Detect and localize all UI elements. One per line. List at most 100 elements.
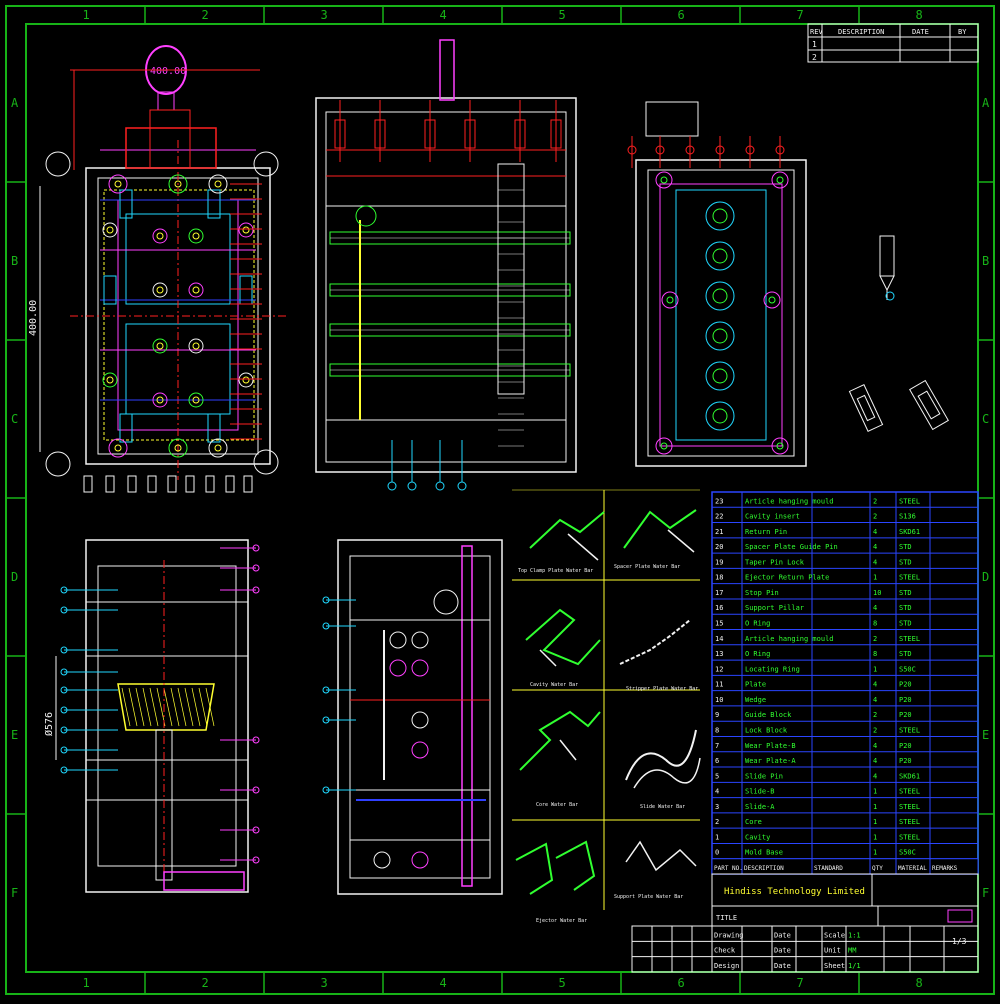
bolt-head <box>550 119 562 149</box>
balloon <box>252 544 260 552</box>
frame-row-label: C <box>982 412 989 426</box>
bom-cell: Cavity <box>745 833 770 841</box>
bom-cell: 18 <box>715 574 723 582</box>
tb-cell: 1:1 <box>848 931 861 939</box>
bom-cell: 22 <box>715 513 723 521</box>
tb-cell: Design <box>714 962 739 970</box>
sheet-number: 1/3 <box>952 937 967 946</box>
bom-cell: 7 <box>715 742 719 750</box>
tb-cell: Date <box>774 947 791 955</box>
hatch-line <box>156 687 166 727</box>
bom-cell: Slide Pin <box>745 772 783 780</box>
bolt-core <box>174 180 182 188</box>
tb-cell: MM <box>848 947 856 955</box>
part-balloon <box>457 481 467 491</box>
hatch-line <box>142 687 152 727</box>
balloon <box>655 145 665 155</box>
bom-cell: O Ring <box>745 620 770 628</box>
balloon <box>60 586 68 594</box>
hatch-line <box>149 687 159 727</box>
bolt-circle <box>108 438 128 458</box>
bom-cell: 2 <box>873 635 877 643</box>
cavity-circle <box>763 291 781 309</box>
cavity-circle <box>705 401 735 431</box>
dimension-left-vertical: 400.00 <box>28 300 39 336</box>
label-cavity-water-bar: Cavity Water Bar <box>530 682 578 688</box>
frame-row-label: D <box>11 570 18 584</box>
balloon <box>715 145 725 155</box>
bolt-head <box>424 119 436 149</box>
revision-row-2: 2 <box>812 53 817 62</box>
fixing-circle <box>411 741 429 759</box>
bom-header-cell: DESCRIPTION <box>744 865 784 872</box>
bom-cell: 3 <box>715 803 719 811</box>
bolt-core <box>156 286 164 294</box>
bolt-head <box>464 119 476 149</box>
bom-cell: STD <box>899 650 912 658</box>
cavity-core <box>666 296 674 304</box>
ejector-housing <box>207 413 221 443</box>
view-section-cooling-channels <box>329 231 571 377</box>
balloon <box>322 716 330 724</box>
frame-column-label: 1 <box>83 976 90 990</box>
bom-cell: 21 <box>715 528 723 536</box>
balloon <box>322 686 330 694</box>
frame-column-label: 6 <box>678 8 685 22</box>
part-balloon <box>185 475 195 493</box>
hatch-line <box>128 687 138 727</box>
bom-cell: 4 <box>873 543 877 551</box>
balloon <box>627 145 637 155</box>
bolt-circle <box>102 222 118 238</box>
part-balloon <box>105 475 115 493</box>
view-top-leaders <box>322 596 356 794</box>
balloon <box>322 786 330 794</box>
bom-cell: STD <box>899 604 912 612</box>
bom-cell: 4 <box>873 528 877 536</box>
bom-cell: 4 <box>873 681 877 689</box>
bom-cell: 11 <box>715 681 723 689</box>
bom-cell: Ejector Return Plate <box>745 574 829 582</box>
cavity-core <box>712 288 728 304</box>
cavity-core <box>712 208 728 224</box>
view-fixed-circles <box>655 171 789 455</box>
bom-cell: 12 <box>715 665 723 673</box>
frame-column-label: 2 <box>202 976 209 990</box>
bolt-circle <box>208 438 228 458</box>
tb-cell: Scale <box>824 931 845 939</box>
bom-cell: Taper Pin Lock <box>745 558 805 566</box>
cavity-core <box>712 248 728 264</box>
cavity-circle <box>655 171 673 189</box>
bom-cell: STEEL <box>899 803 920 811</box>
cavity-core <box>660 442 668 450</box>
hatch-line <box>135 687 145 727</box>
frame-row-label: F <box>11 886 18 900</box>
balloon <box>60 686 68 694</box>
ejector-housing <box>103 275 117 305</box>
part-balloon <box>407 481 417 491</box>
bom-cell: Article hanging mould <box>745 497 834 505</box>
tb-cell: Unit <box>824 947 841 955</box>
cavity-core <box>660 176 668 184</box>
bom-cell: 1 <box>873 788 877 796</box>
fixing-circle <box>411 631 429 649</box>
bolt-circle <box>188 338 204 354</box>
view-plan-bolt-circles <box>102 174 254 458</box>
view-plan-moving-half: 400.00 400.00 <box>28 45 286 493</box>
ejector-housing <box>119 189 133 219</box>
drawing-frame <box>5 5 995 995</box>
bom-cell: P20 <box>899 681 912 689</box>
bom-cell: STEEL <box>899 726 920 734</box>
bolt-core <box>242 376 250 384</box>
cavity-circle <box>771 171 789 189</box>
